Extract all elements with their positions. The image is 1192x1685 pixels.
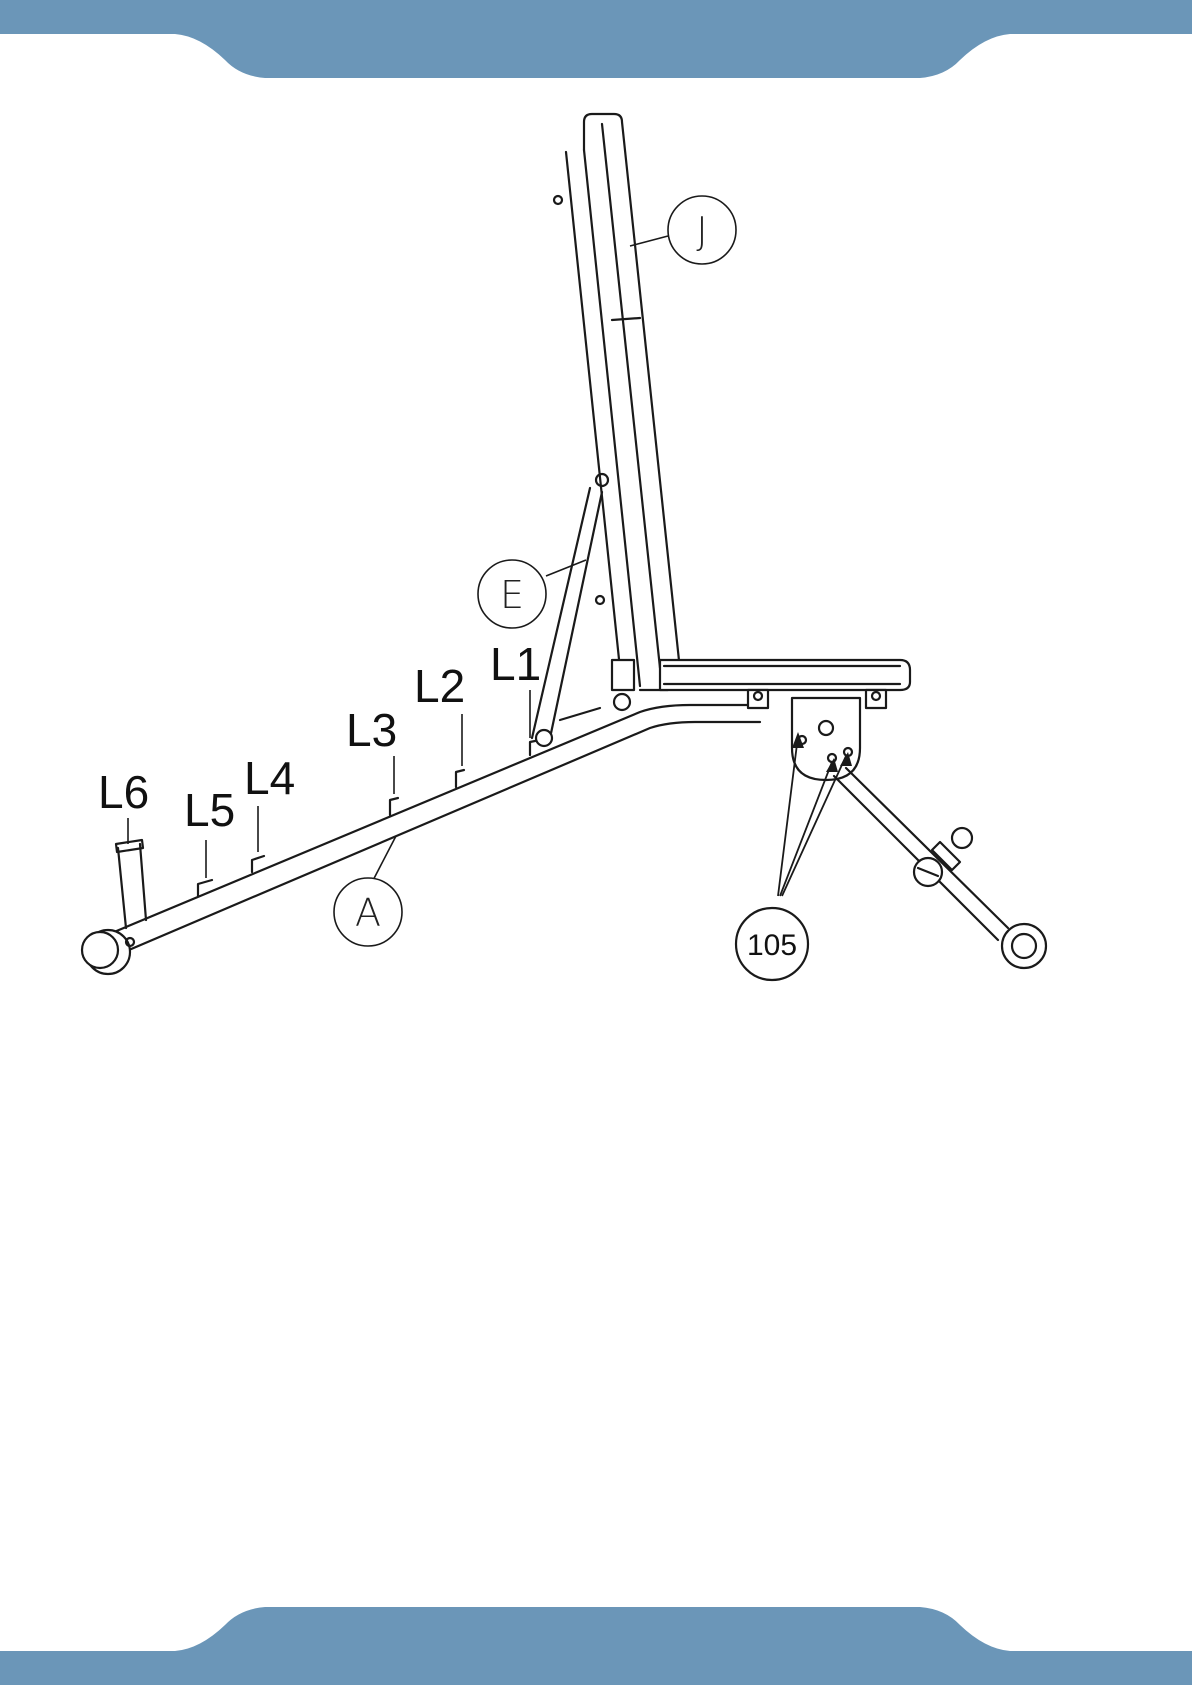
seat-pad [660,660,910,708]
part-label-e: E [500,573,524,617]
level-label-l4: L4 [244,752,295,804]
level-label-l1: L1 [490,638,541,690]
level-label-l5: L5 [184,784,235,836]
storage-post [116,840,146,928]
part-label-j: J [696,209,707,253]
front-foot-cap [82,930,134,974]
level-label-l6: L6 [98,766,149,818]
level-label-l2: L2 [414,660,465,712]
support-bar-e [532,488,602,746]
backrest-j [554,114,680,710]
leader-e [546,560,586,576]
fastener-label-105: 105 [747,929,797,962]
level-label-l3: L3 [346,704,397,756]
part-label-a: A [355,891,381,935]
rear-leg [834,768,1046,968]
rear-bracket [792,698,860,780]
